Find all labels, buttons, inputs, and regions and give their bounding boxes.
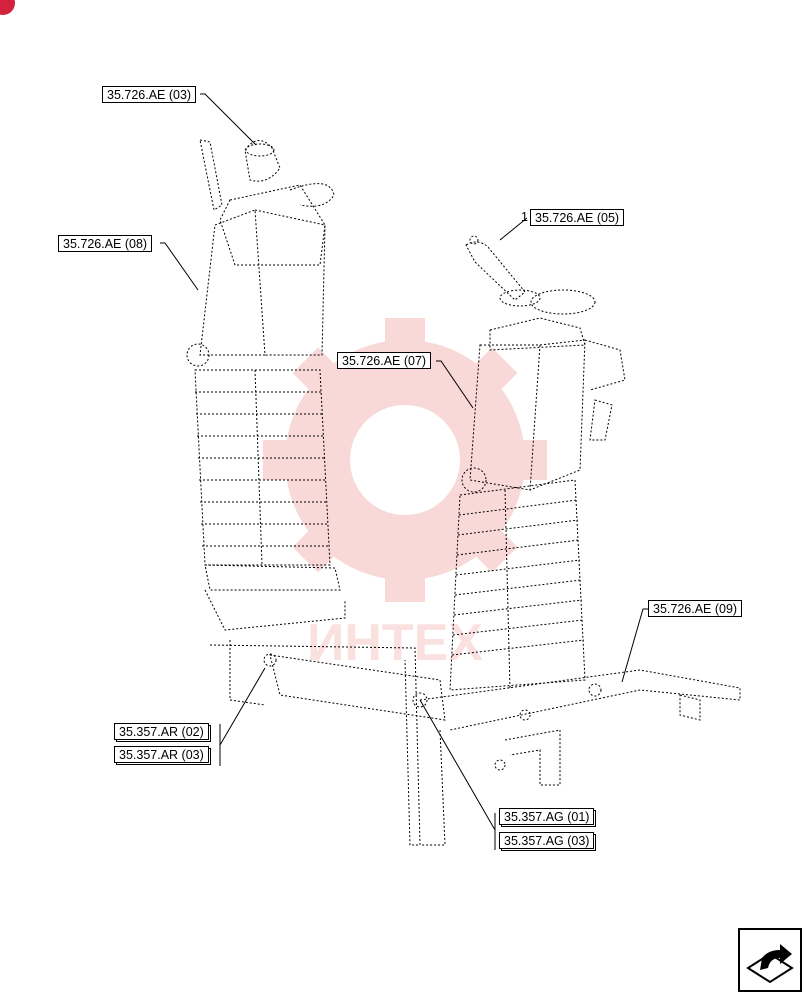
- right-joystick-assembly: [449, 235, 626, 691]
- callout-35-726-ae-03[interactable]: 35.726.AE (03): [102, 86, 197, 103]
- callout-35-726-ae-09[interactable]: 35.726.AE (09): [648, 600, 743, 617]
- watermark-text: ИНТЕХ: [307, 614, 483, 672]
- corner-logo-icon: [0, 0, 15, 15]
- callout-35-357-ag-01[interactable]: 35.357.AG (01): [499, 808, 595, 825]
- callout-35-726-ae-05[interactable]: 35.726.AE (05): [530, 209, 625, 226]
- arrow-next-page-icon: [746, 944, 794, 984]
- callout-35-357-ag-03[interactable]: 35.357.AG (03): [499, 832, 595, 849]
- base-frame: [204, 589, 741, 846]
- next-page-button[interactable]: [738, 928, 802, 992]
- leader-lines: [160, 93, 648, 850]
- callout-35-357-ar-02[interactable]: 35.357.AR (02): [114, 723, 209, 740]
- callout-35-726-ae-08[interactable]: 35.726.AE (08): [58, 235, 153, 252]
- callout-index-number: 1: [521, 210, 528, 224]
- callout-35-357-ar-03[interactable]: 35.357.AR (03): [114, 746, 209, 763]
- callout-35-726-ae-07[interactable]: 35.726.AE (07): [337, 352, 432, 369]
- left-joystick-assembly: [186, 139, 341, 591]
